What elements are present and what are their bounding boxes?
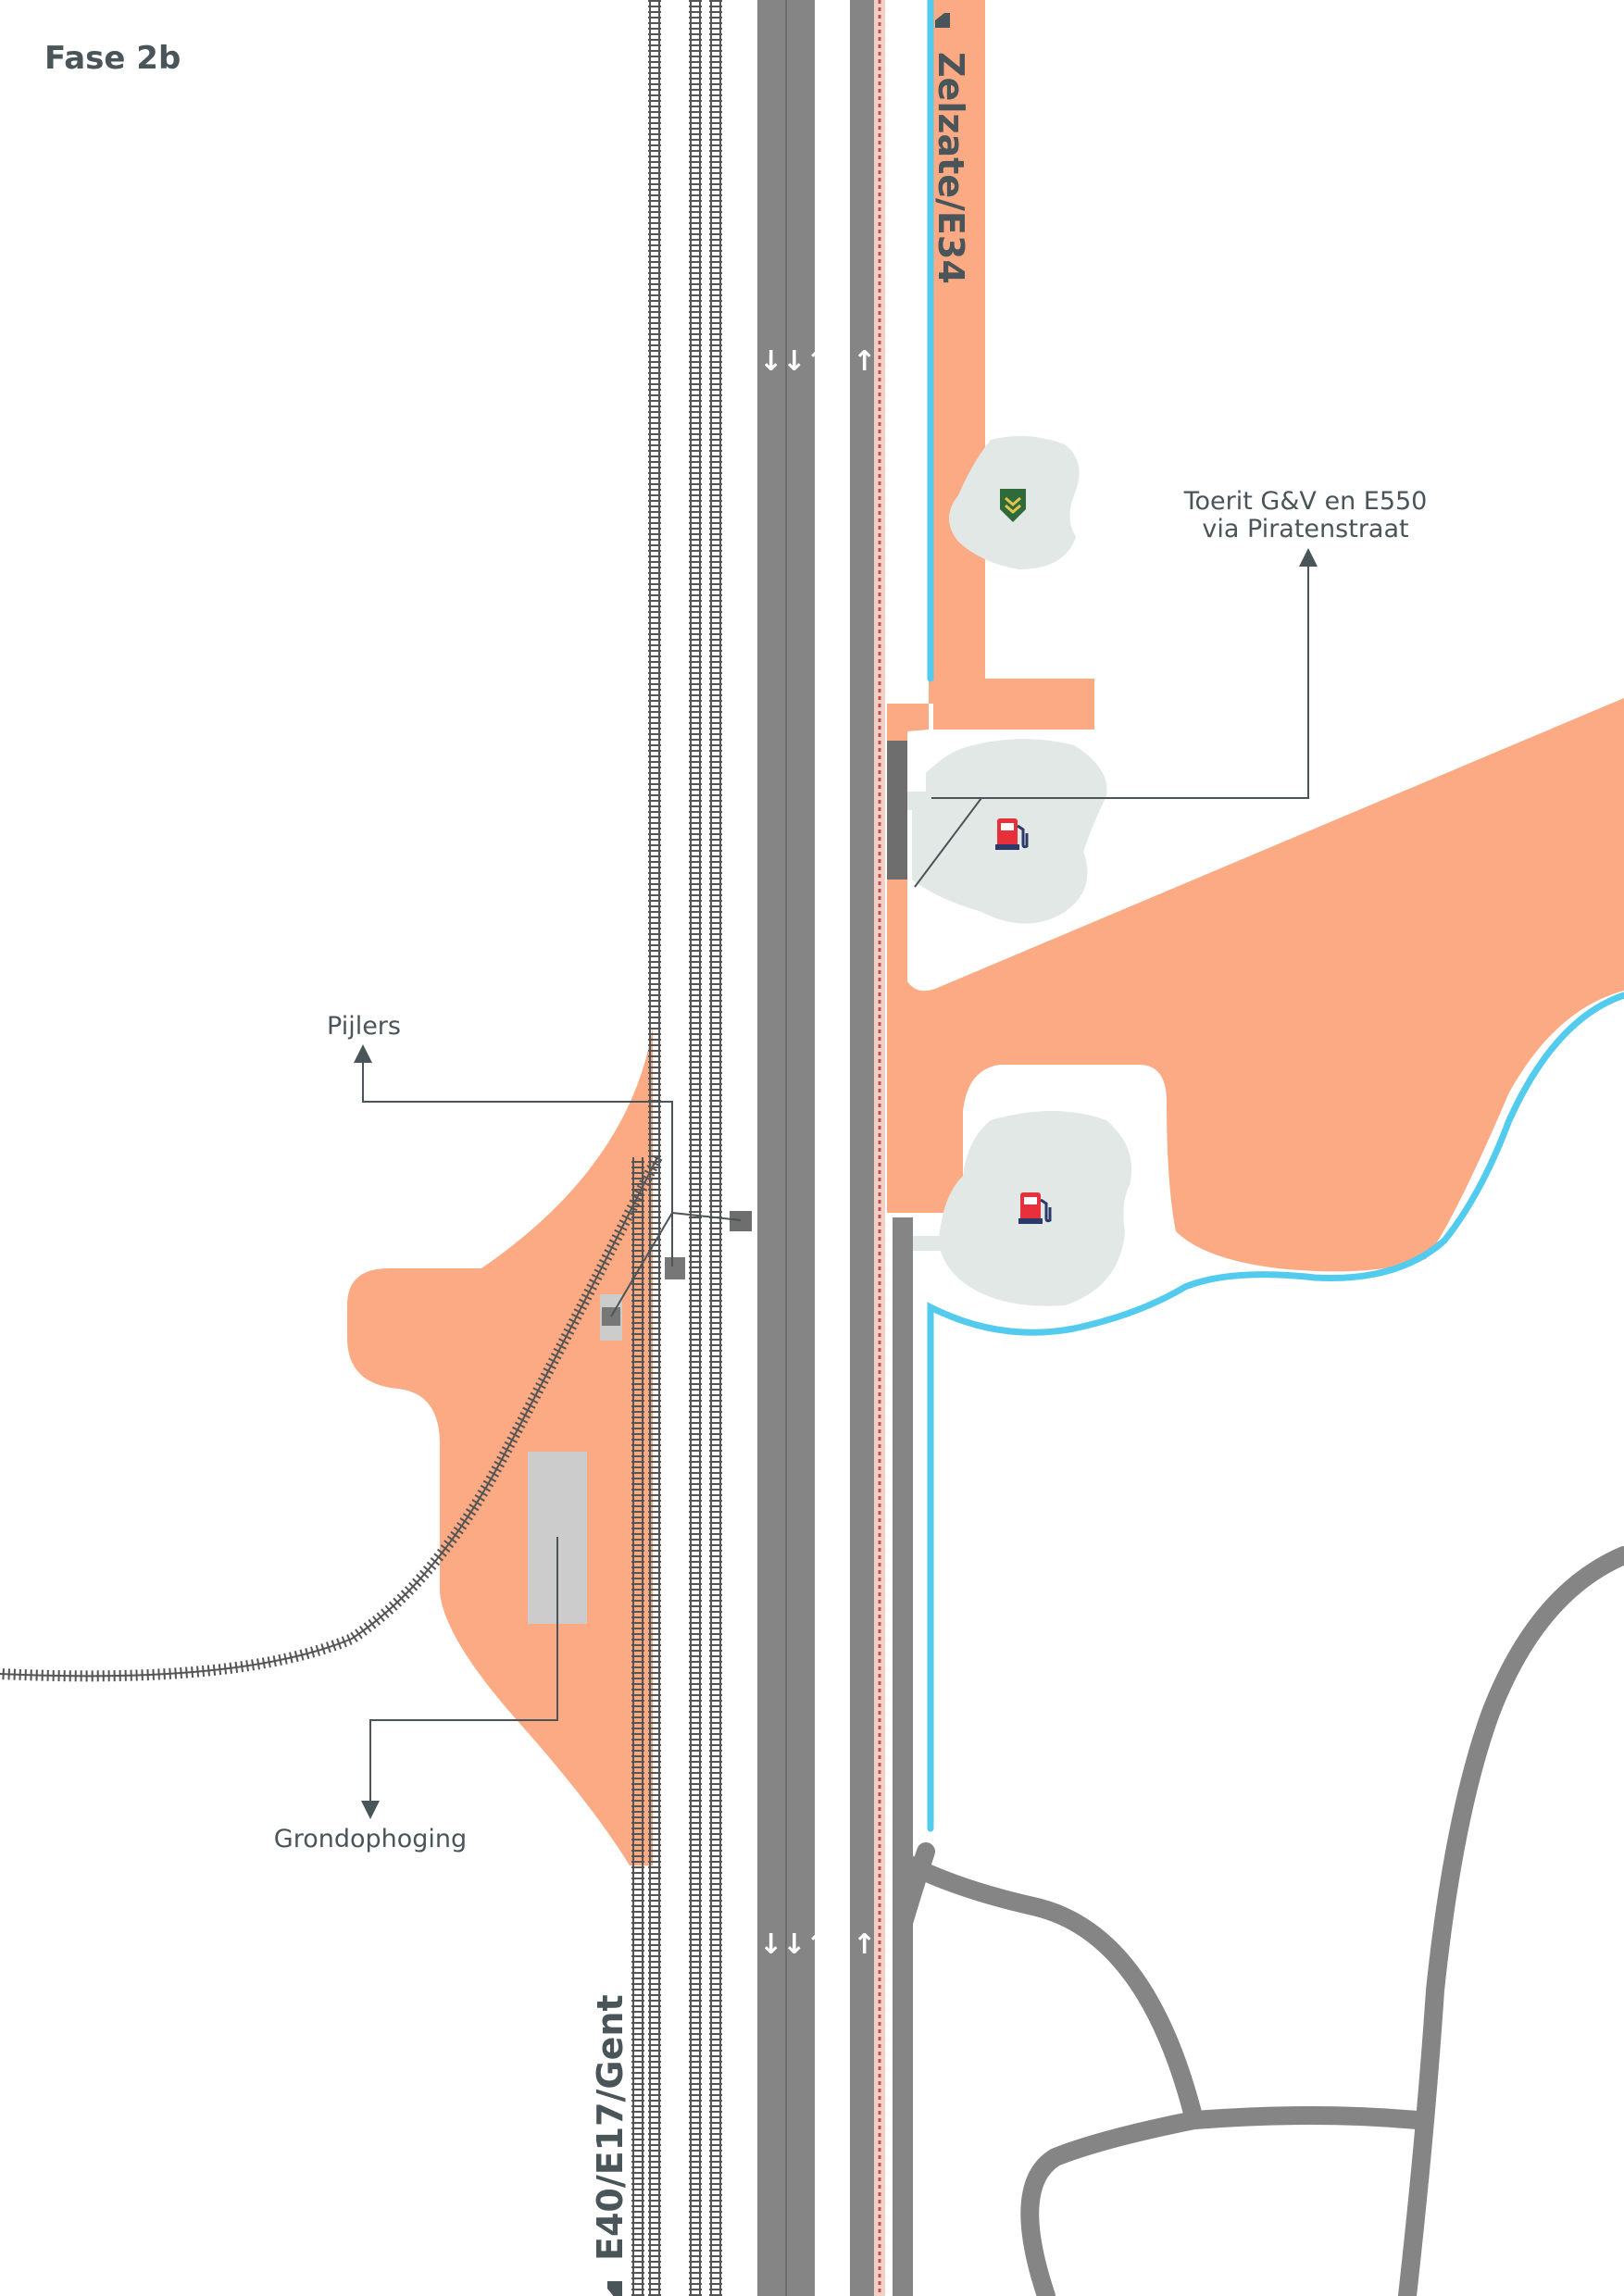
lane-arrows-side-north: ↑ xyxy=(853,345,876,378)
water-south-channel xyxy=(927,992,1624,1832)
leader-pillars-branch xyxy=(671,1212,742,1221)
parallel-road-east xyxy=(893,1217,913,2296)
direction-marker-south xyxy=(607,2281,622,2296)
road-label-north-text: Zelzate/E34 xyxy=(931,52,971,284)
service-area-north-connector xyxy=(903,792,968,810)
lane-arrows-side-south: ↑ xyxy=(853,1928,876,1961)
leader-pillars xyxy=(354,1044,673,1267)
railway xyxy=(0,0,722,2296)
leader-access-diag xyxy=(914,797,982,888)
pier-block-road xyxy=(730,1211,752,1231)
rail-track-4 xyxy=(631,1157,644,2296)
lane-arrows: ↓↓↑ ↑ ↓↓↑ ↑ xyxy=(759,345,876,1961)
fuel-station-icon xyxy=(1018,1192,1052,1224)
rail-track-1 xyxy=(648,0,661,2296)
road-label-south-text: E40/E17/Gent xyxy=(590,1994,631,2261)
local-road-link xyxy=(893,1842,935,1935)
local-road-curve-west xyxy=(893,1852,1204,2129)
work-zone-junction xyxy=(887,698,1624,1272)
page-title: Fase 2b xyxy=(44,40,181,77)
road-label-north: Zelzate/E34 xyxy=(931,13,971,284)
leader-ground-raise xyxy=(361,1537,558,1819)
fuel-station-icon xyxy=(995,818,1029,850)
access-label-line-2: via Piratenstraat xyxy=(1202,515,1408,543)
waterways xyxy=(927,0,1624,1832)
service-area-south-connector xyxy=(907,1236,963,1251)
leader-lines xyxy=(354,548,1318,1819)
rail-track-2 xyxy=(689,0,702,2296)
local-roads xyxy=(893,1546,1624,2296)
leader-pillars-branch-2 xyxy=(610,1212,673,1317)
direction-marker-north xyxy=(935,13,950,28)
ground-raise-label: Grondophoging xyxy=(274,1825,467,1853)
rail-branch-rail xyxy=(0,1156,658,1678)
motorway xyxy=(730,0,913,2296)
local-road-loop xyxy=(1020,2106,1426,2296)
leader-access xyxy=(931,548,1318,799)
lane-arrows-main-south: ↓↓↑ xyxy=(759,1928,829,1961)
pillar-2 xyxy=(665,1257,685,1279)
parallel-road-north xyxy=(887,741,907,880)
police-badge-icon xyxy=(1000,489,1026,522)
road-label-south: E40/E17/Gent xyxy=(590,1994,631,2296)
motorway-side-carriageway xyxy=(850,0,874,2296)
lane-arrows-main-north: ↓↓↑ xyxy=(759,345,829,378)
work-zone-ground-raise xyxy=(347,1028,653,1866)
pillars-label: Pijlers xyxy=(327,1012,401,1041)
rail-track-3 xyxy=(709,0,722,2296)
local-road-east-arc xyxy=(1398,1546,1624,2296)
access-label-line-1: Toerit G&V en E550 xyxy=(1183,487,1428,516)
